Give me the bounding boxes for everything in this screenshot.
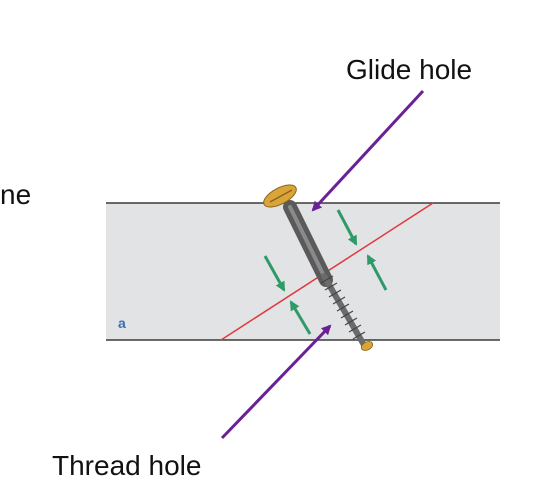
cut-off-text: ne <box>0 179 32 210</box>
compression-arrow-icon <box>289 300 312 335</box>
glide-hole-pointer-arrow <box>311 89 425 212</box>
thread-hole-label: Thread hole <box>52 450 202 481</box>
compression-arrow-icon <box>263 255 286 292</box>
lag-screw-icon <box>263 184 374 351</box>
thread-hole-pointer-arrow <box>220 324 332 440</box>
glide-hole-label: Glide hole <box>346 54 473 85</box>
panel-letter: a <box>118 315 126 331</box>
compression-arrow-icon <box>366 254 388 291</box>
compression-arrow-icon <box>336 209 358 246</box>
